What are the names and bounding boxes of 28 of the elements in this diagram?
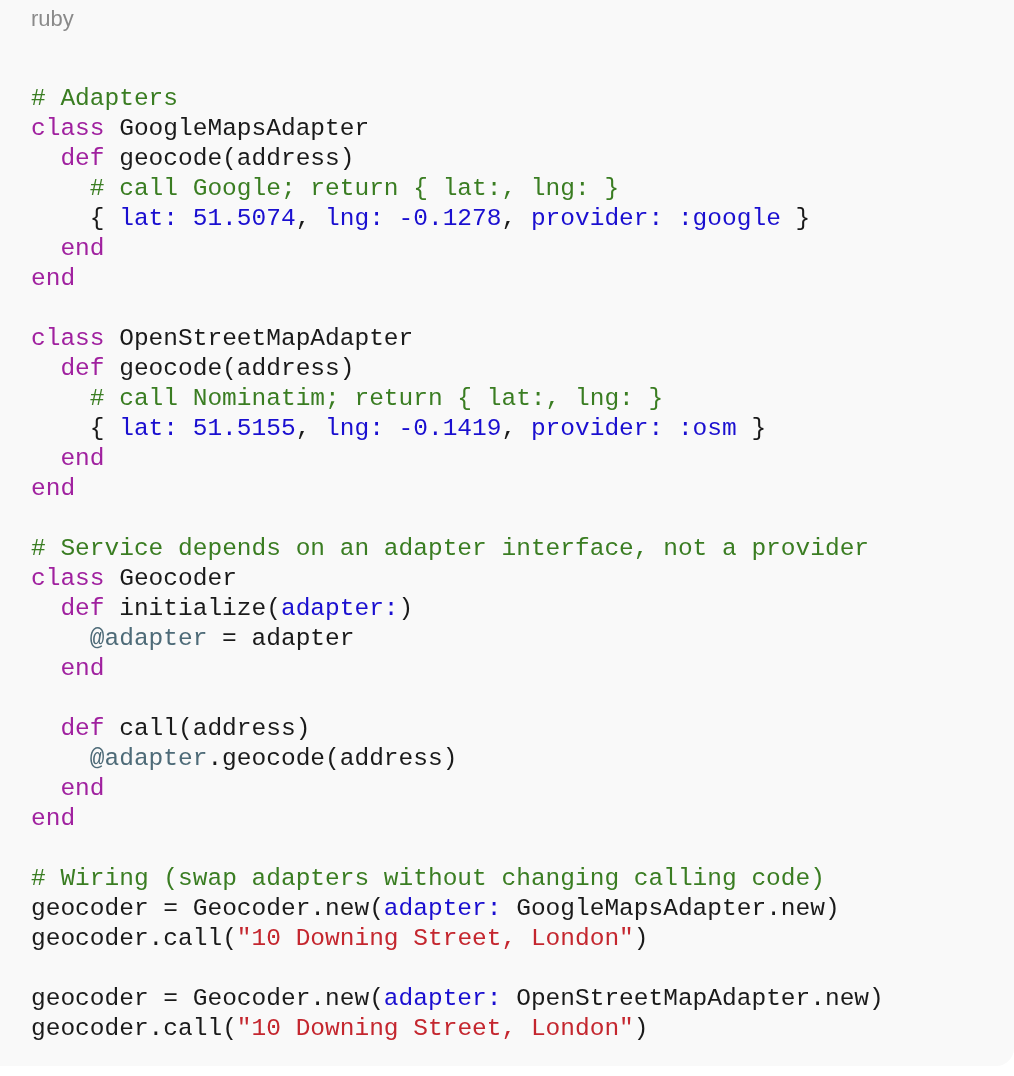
code-line: geocoder = Geocoder.new(adapter: GoogleMapsAdapter.new) xyxy=(31,894,840,924)
code-line: # call Google; return { lat:, lng: } xyxy=(89,174,620,204)
code-line: end xyxy=(60,234,105,264)
code-line: { lat: 51.5074, lng: -0.1278, provider: :google } xyxy=(89,204,811,234)
code-line: geocoder.call("10 Downing Street, London") xyxy=(31,1014,649,1044)
code-line: class Geocoder xyxy=(31,564,237,594)
code-line: end xyxy=(31,804,76,834)
code-line: end xyxy=(31,474,76,504)
code-comment: # Wiring (swap adapters without changing calling code) xyxy=(31,864,825,894)
language-label: ruby xyxy=(31,6,74,32)
code-line: end xyxy=(60,444,105,474)
code-line: @adapter = adapter xyxy=(89,624,355,654)
code-line: # call Nominatim; return { lat:, lng: } xyxy=(89,384,664,414)
code-comment: # Service depends on an adapter interface, not a provider xyxy=(31,534,870,564)
code-line: def initialize(adapter:) xyxy=(60,594,414,624)
code-line: end xyxy=(31,264,76,294)
code-line: class GoogleMapsAdapter xyxy=(31,114,370,144)
code-line: { lat: 51.5155, lng: -0.1419, provider: :osm } xyxy=(89,414,767,444)
code-line: def geocode(address) xyxy=(60,144,355,174)
code-comment: # Adapters xyxy=(31,84,179,114)
code-line: @adapter.geocode(address) xyxy=(89,744,458,774)
code-line: def geocode(address) xyxy=(60,354,355,384)
code-line: end xyxy=(60,654,105,684)
code-line: end xyxy=(60,774,105,804)
code-line: class OpenStreetMapAdapter xyxy=(31,324,414,354)
code-line: geocoder.call("10 Downing Street, London") xyxy=(31,924,649,954)
code-line: def call(address) xyxy=(60,714,311,744)
code-line: geocoder = Geocoder.new(adapter: OpenStreetMapAdapter.new) xyxy=(31,984,884,1014)
